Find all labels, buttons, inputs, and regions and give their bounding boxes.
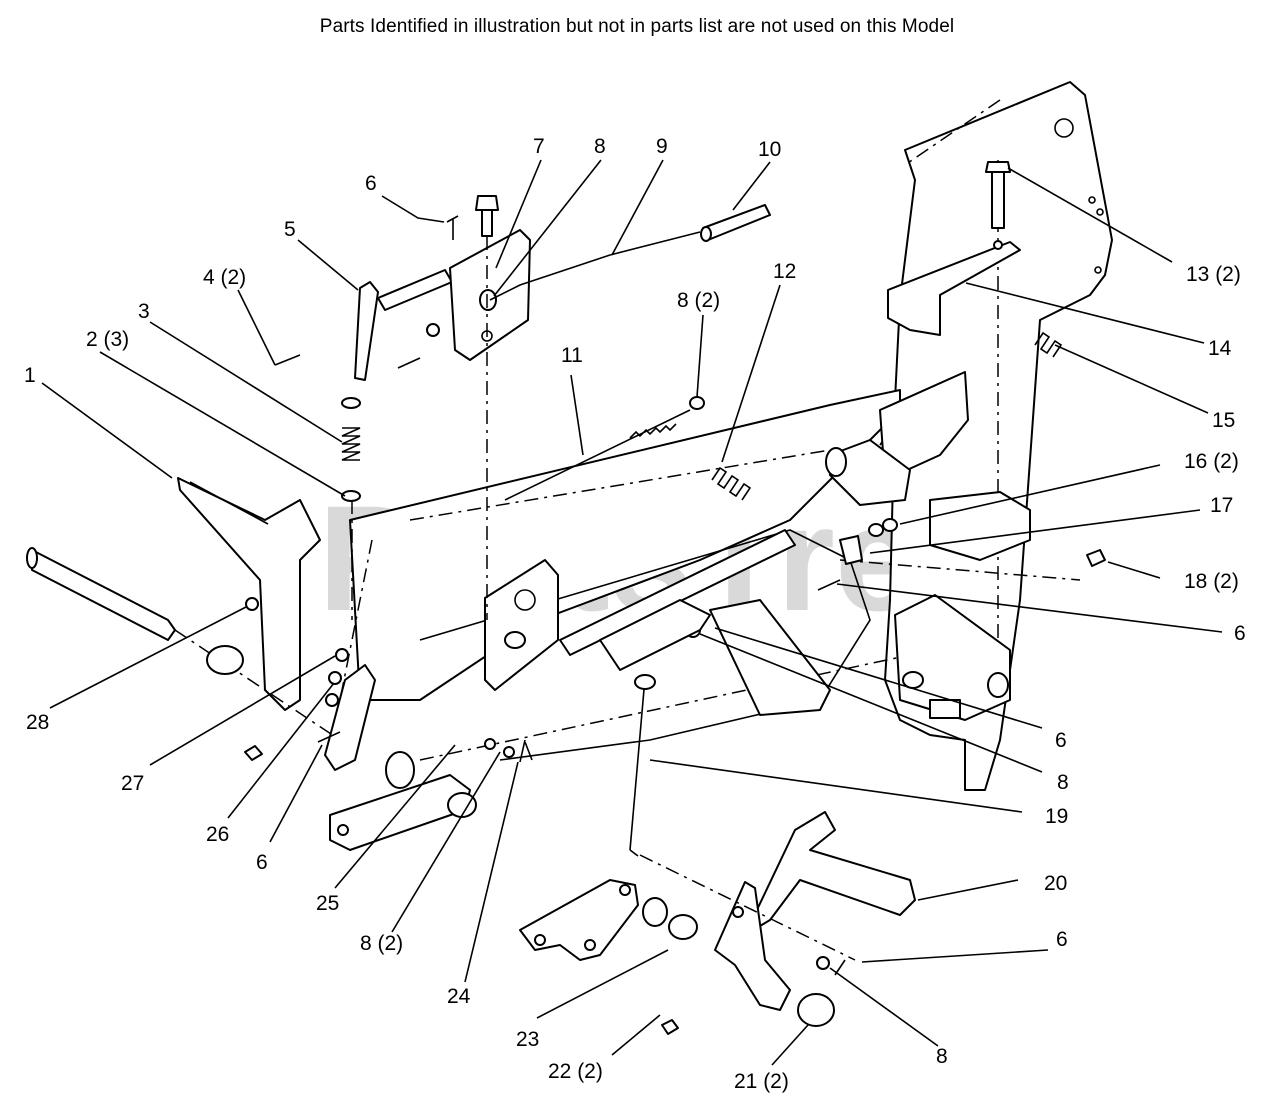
callout-8-c: 8 [1057,771,1069,794]
callout-19: 19 [1045,805,1068,828]
part-9-rod [489,231,701,301]
spring-15 [1034,331,1063,358]
callout-8-a: 8 [594,135,606,158]
callout-5: 5 [284,218,296,241]
callout-3: 3 [138,300,150,323]
bolt-top [475,195,499,620]
hub-assembly [825,439,1106,567]
callout-25: 25 [316,892,339,915]
part-10-handle [700,204,771,242]
callout-20: 20 [1044,872,1067,895]
callout-10: 10 [758,138,781,161]
callout-13: 13 (2) [1186,263,1241,286]
part-7-bracket [449,229,531,361]
callout-12: 12 [773,260,796,283]
part-23-bracket [519,879,698,961]
spring-3 [341,397,361,502]
part-1-pedal-arm [177,477,321,711]
linkage-plate-left [244,648,415,789]
callout-6-e: 6 [256,851,268,874]
callout-21: 21 (2) [734,1070,789,1093]
part-19-rod [629,674,656,857]
callout-6-d: 6 [1056,928,1068,951]
part-5-lever [354,269,453,381]
part-20-pedal [661,811,916,1035]
cross-bar [559,529,796,671]
part-11-rod [504,396,705,501]
callout-27: 27 [121,772,144,795]
callout-23: 23 [516,1028,539,1051]
callout-8-e: 8 (2) [360,932,403,955]
callout-18: 18 (2) [1184,570,1239,593]
part-28-shaft [26,547,341,741]
callout-22: 22 (2) [548,1060,603,1083]
callout-1: 1 [24,364,36,387]
callout-6-c: 6 [1055,729,1067,752]
callout-15: 15 [1212,409,1235,432]
callout-6-b: 6 [1234,622,1246,645]
callout-7: 7 [533,135,545,158]
callout-6-a: 6 [365,172,377,195]
dash-lines-misc [339,500,1081,961]
part-13-bolt [985,161,1011,229]
callout-labels: 1 2 (3) 3 4 (2) 5 6 7 8 9 10 11 8 (2) 12… [24,135,1246,1093]
lower-pedal-arm-left [329,738,526,851]
callout-26: 26 [206,823,229,846]
callout-16: 16 (2) [1184,450,1239,473]
callout-11: 11 [561,344,583,367]
callout-17: 17 [1210,494,1233,517]
callout-8-d: 8 [936,1045,948,1068]
cotter-pins [274,215,846,976]
housing-lower-right [894,594,1011,721]
callout-24: 24 [447,985,471,1008]
header-note: Parts Identified in illustration but not… [319,16,955,37]
pivot-plate [484,559,559,691]
callout-4: 4 (2) [203,266,246,289]
callout-9: 9 [656,135,668,158]
callout-14: 14 [1208,337,1232,360]
leader-lines [41,159,1223,1066]
part-14-bracket [887,240,1021,336]
callout-8-b: 8 (2) [677,289,720,312]
bushing-left [206,597,259,675]
spring-12 [711,466,752,501]
callout-2: 2 (3) [86,328,129,351]
callout-28: 28 [26,711,49,734]
